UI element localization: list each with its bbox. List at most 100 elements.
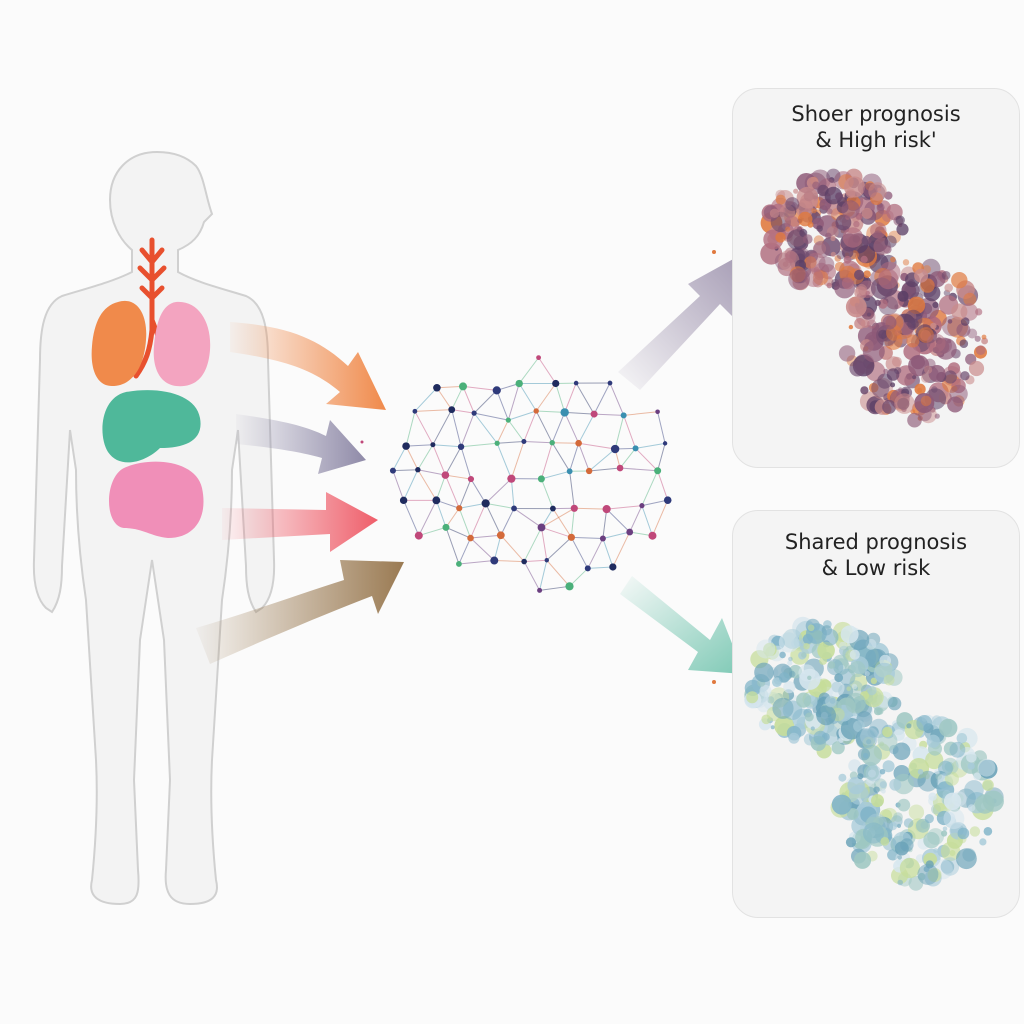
network-edge <box>614 415 625 450</box>
cell-dot <box>939 718 958 738</box>
cell-dot <box>848 784 869 805</box>
network-edge <box>578 442 616 450</box>
network-edge <box>564 411 595 415</box>
cell-dot <box>917 769 924 775</box>
network-edge <box>470 503 487 539</box>
network-edge <box>473 390 498 414</box>
cell-dot <box>897 855 902 860</box>
network-edge <box>641 499 668 507</box>
cell-dot <box>926 333 946 353</box>
cell-dot <box>782 628 803 649</box>
cell-dot <box>857 773 864 780</box>
cell-dot <box>899 857 920 879</box>
cell-dot <box>810 726 815 731</box>
network-node <box>536 355 541 361</box>
integration-network <box>389 355 672 593</box>
network-edge <box>564 412 580 444</box>
network-edge <box>546 536 572 561</box>
network-node <box>655 409 660 415</box>
cell-dot <box>960 371 970 381</box>
network-edge <box>535 410 553 443</box>
cell-dot <box>918 407 932 422</box>
network-edge <box>541 507 575 528</box>
cell-dot <box>944 283 953 293</box>
network-edge <box>436 385 464 389</box>
network-edge <box>507 419 525 442</box>
cell-dot <box>890 382 896 388</box>
cell-dot <box>881 788 886 794</box>
network-node <box>389 467 396 474</box>
network-edge <box>436 387 453 410</box>
network-edge <box>405 411 416 447</box>
cell-dot <box>825 695 837 708</box>
cell-dot <box>926 734 940 748</box>
network-edge <box>652 499 669 536</box>
network-edge <box>606 505 642 510</box>
stray-dots <box>360 250 716 684</box>
cell-dot <box>975 794 995 814</box>
arrow-other <box>196 560 404 664</box>
cell-dot <box>877 731 898 751</box>
cell-dot <box>788 656 793 662</box>
network-edge <box>494 560 525 563</box>
cell-dot <box>918 327 934 343</box>
cell-dot <box>957 827 970 840</box>
cell-dot <box>924 365 933 374</box>
cell-dot <box>756 639 776 659</box>
cell-dot <box>860 386 869 395</box>
network-node <box>632 445 639 452</box>
network-edge <box>602 538 614 568</box>
network-edge <box>462 385 497 391</box>
cell-dot <box>981 334 987 340</box>
low-risk-title-line1: Shared prognosis <box>784 530 968 554</box>
trachea-vessel <box>133 237 173 379</box>
network-node <box>599 535 606 542</box>
cell-dot <box>897 798 911 812</box>
cell-dot <box>843 255 852 264</box>
network-edge <box>417 444 434 470</box>
cell-dot <box>838 345 856 362</box>
cell-dot <box>864 671 870 677</box>
cell-dot <box>845 296 867 318</box>
network-node <box>533 408 539 414</box>
cell-dot <box>903 818 914 828</box>
cell-dot <box>769 208 780 218</box>
cell-dot <box>979 838 987 846</box>
cell-dot <box>933 848 939 853</box>
high-risk-title-line2: & High risk' <box>815 128 937 152</box>
cell-dot <box>873 707 883 716</box>
network-edge <box>619 448 636 469</box>
network-edge <box>657 443 666 471</box>
cell-dot <box>907 318 919 330</box>
cell-dot <box>865 765 882 782</box>
cell-dot <box>882 315 897 330</box>
network-edge <box>594 413 624 416</box>
network-node <box>471 410 477 416</box>
cell-dot <box>870 222 887 239</box>
network-edge <box>451 409 475 414</box>
cell-dot <box>941 315 963 337</box>
cell-dot <box>924 814 934 824</box>
cell-dot <box>759 684 772 697</box>
cell-dot <box>846 686 851 692</box>
cell-dot <box>897 879 903 886</box>
cell-dot <box>744 679 761 696</box>
cell-dot <box>881 210 894 222</box>
network-node <box>616 464 624 472</box>
network-edge <box>606 508 631 533</box>
cell-dot <box>867 312 871 317</box>
cell-dot <box>778 632 799 653</box>
cell-dot <box>861 207 873 219</box>
cell-dot <box>914 383 926 395</box>
network-node <box>573 380 579 386</box>
cell-dot <box>807 675 812 680</box>
network-edge <box>569 471 575 509</box>
cell-dot <box>767 696 775 704</box>
cell-dot <box>911 355 925 370</box>
network-edge <box>417 469 437 501</box>
cell-dot <box>862 822 885 844</box>
cell-dot <box>973 772 982 781</box>
cell-dot <box>935 773 942 780</box>
cell-dot <box>865 648 885 668</box>
low-risk-panel: Shared prognosis & Low risk <box>732 510 1020 918</box>
